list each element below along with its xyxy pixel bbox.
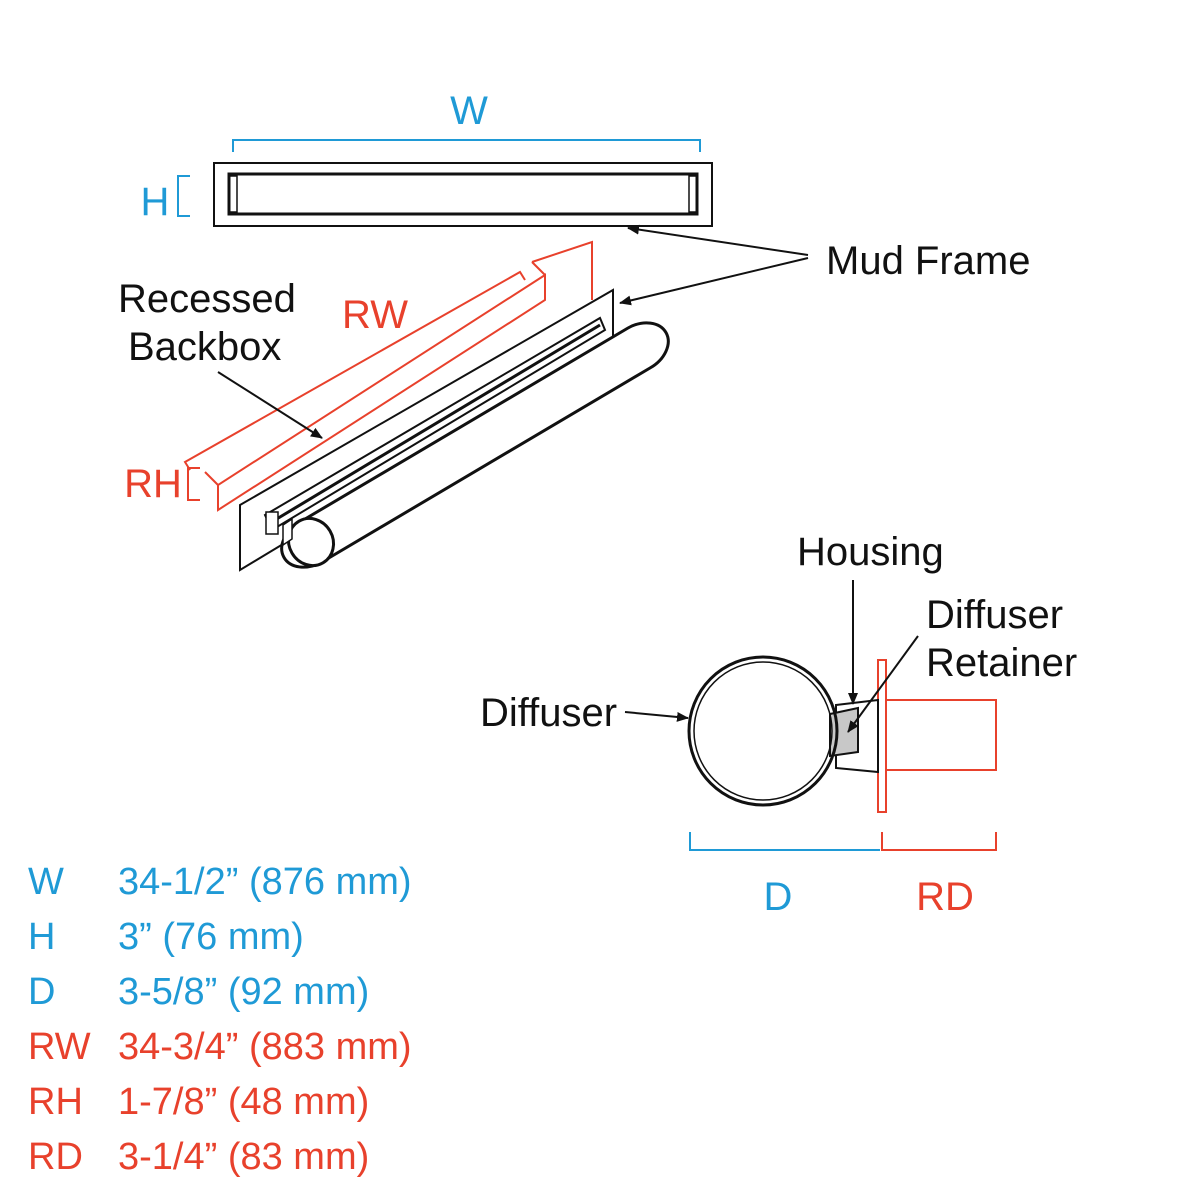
recess-box-side xyxy=(885,699,997,771)
side-view: D RD xyxy=(687,655,997,919)
housing-rail-inner xyxy=(274,323,601,522)
spec-key: RW xyxy=(28,1026,91,1068)
rw-dimension-label: RW xyxy=(342,293,408,337)
spec-value: 3-1/4” (83 mm) xyxy=(118,1136,369,1178)
spec-value: 3-5/8” (92 mm) xyxy=(118,971,369,1013)
spec-key: W xyxy=(28,861,64,903)
diffuser-retainer-iso xyxy=(282,517,293,547)
housing-callout: Housing xyxy=(797,530,944,574)
spec-table: W 34-1/2” (876 mm) H 3” (76 mm) D 3-5/8”… xyxy=(28,861,412,1178)
recessed-backbox xyxy=(204,240,593,512)
diffuser-side xyxy=(687,655,839,807)
recessed-backbox-leader xyxy=(217,371,323,439)
front-view: W H xyxy=(141,89,713,227)
rh-dimension-label: RH xyxy=(124,462,182,506)
callouts: Mud Frame Recessed Backbox Housing Diffu… xyxy=(118,224,1077,735)
d-dimension-label: D xyxy=(764,875,793,919)
spec-key: H xyxy=(28,916,55,958)
diffuser-side-inner xyxy=(693,661,833,801)
height-dimension-bracket xyxy=(177,175,190,217)
diffuser-retainer-callout-line2: Retainer xyxy=(926,641,1077,685)
spec-value: 34-3/4” (883 mm) xyxy=(118,1026,412,1068)
diffuser-tube xyxy=(280,321,670,569)
width-dimension-bracket xyxy=(232,139,701,152)
diffuser-retainer-callout-line1: Diffuser xyxy=(926,593,1063,637)
recessed-backbox-callout-line2: Backbox xyxy=(128,325,281,369)
diffuser-tube-end xyxy=(286,516,336,568)
iso-view: RW RH xyxy=(124,240,670,572)
mud-frame-callout: Mud Frame xyxy=(826,239,1031,283)
end-cap-right xyxy=(688,175,698,213)
rw-dimension-bracket xyxy=(183,270,526,471)
spec-key: D xyxy=(28,971,55,1013)
diffuser-leader xyxy=(624,711,689,722)
mud-frame-leader-1 xyxy=(627,224,809,256)
rd-dimension-bracket xyxy=(881,832,997,851)
spec-value: 34-1/2” (876 mm) xyxy=(118,861,412,903)
spec-key: RH xyxy=(28,1081,83,1123)
recessed-backbox-callout-line1: Recessed xyxy=(118,277,296,321)
diffuser-retainer-leader xyxy=(847,635,919,733)
height-dimension-label: H xyxy=(141,180,170,224)
spec-value: 1-7/8” (48 mm) xyxy=(118,1081,369,1123)
rh-dimension-bracket xyxy=(187,467,200,501)
width-dimension-label: W xyxy=(450,89,488,133)
d-dimension-bracket xyxy=(689,832,880,851)
spec-value: 3” (76 mm) xyxy=(118,916,304,958)
diffuser-front xyxy=(227,172,699,216)
spec-key: RD xyxy=(28,1136,83,1178)
end-cap-left xyxy=(228,175,238,213)
mud-frame-leader-2 xyxy=(619,257,809,306)
diffuser-callout: Diffuser xyxy=(480,691,617,735)
rd-dimension-label: RD xyxy=(916,875,974,919)
housing-end-cap xyxy=(265,511,279,535)
